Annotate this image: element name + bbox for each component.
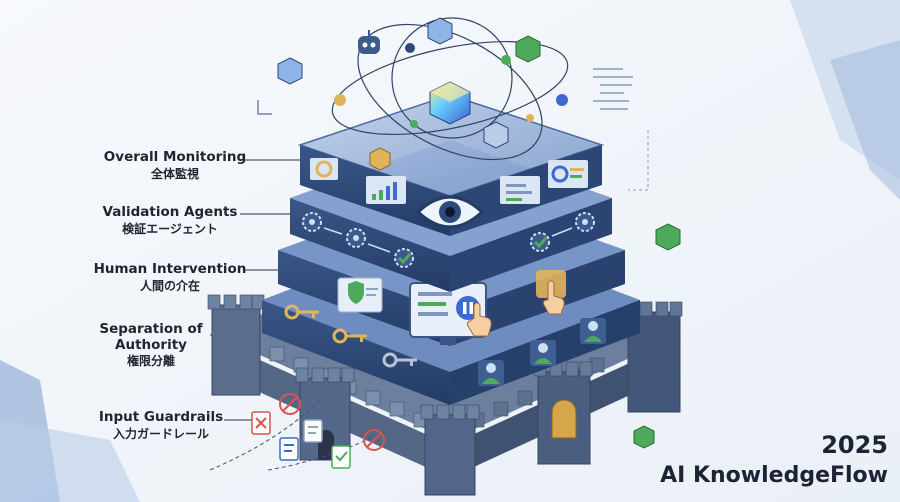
document-icon [279,437,299,461]
cube-icon [515,35,541,63]
dashed-connector [628,130,649,191]
gear-icon [302,212,322,232]
tower-front-right [533,361,593,465]
user-icon [580,318,606,344]
label-input-guardrails-ja: 入力ガードレール [112,426,209,441]
label-overall-monitoring-en: Overall Monitoring [103,149,247,165]
castle-gate [551,399,577,439]
cross-icon [279,393,301,415]
brand-year: 2025 [821,431,888,459]
cube-icon [277,57,303,85]
label-overall-monitoring-ja: 全体監視 [150,166,199,181]
label-input-guardrails-en: Input Guardrails [98,409,224,425]
dashboard-panel [548,160,588,188]
shield-icon [337,277,383,313]
label-separation-ja: 権限分離 [126,354,175,369]
key-icon [382,352,417,368]
robot-icon [358,30,380,54]
label-separation-of-authority: Separation of Authority 権限分離 [92,321,210,369]
bg-decor-top-right-2 [830,40,900,200]
dashboard-panel [310,158,338,180]
hand-pointer-icon [536,270,566,315]
label-validation-agents-ja: 検証エージェント [122,221,218,236]
document-icon [303,419,323,443]
cube-icon [655,223,681,251]
decor-connector [257,100,272,115]
input-documents [209,393,389,471]
label-validation-agents: Validation Agents 検証エージェント [96,204,244,236]
label-validation-agents-en: Validation Agents [102,204,238,220]
gear-icon [575,212,595,232]
brand-name: AI KnowledgeFlow [660,463,888,488]
label-separation-en-line1: Separation of [99,321,203,337]
cube-icon [633,425,655,449]
dashboard-panel [366,176,406,204]
layer-monitoring [277,17,681,449]
cross-icon [363,429,385,451]
label-human-intervention: Human Intervention 人間の介在 [90,261,250,293]
user-icon [478,360,504,386]
key-icon [284,304,319,320]
label-human-intervention-ja: 人間の介在 [139,278,200,293]
label-input-guardrails: Input Guardrails 入力ガードレール [96,409,226,441]
key-icon [332,328,367,344]
label-overall-monitoring: Overall Monitoring 全体監視 [100,149,250,181]
bg-decor-bottom-left-2 [0,420,140,502]
dashboard-panel [500,176,540,204]
tower-front-center [420,404,480,496]
orbit-lines [331,17,569,161]
eye-icon [415,195,485,229]
label-separation-en-line2: Authority [115,336,187,353]
cube-icon [427,17,453,45]
cube-icon [483,121,509,149]
orbit-nodes [334,43,568,128]
tower-left [207,294,265,396]
document-icon [331,445,351,469]
user-icon [530,340,556,366]
label-human-intervention-en: Human Intervention [93,261,247,277]
check-icon [394,248,414,268]
document-icon [251,411,271,435]
cube-icon [369,147,391,171]
brand-block: 2025 AI KnowledgeFlow [660,431,888,488]
check-icon [530,232,550,252]
cube-icon [429,81,471,125]
gear-icon [346,228,366,248]
hand-pointer-icon [466,302,492,337]
code-lines-decor [593,68,633,110]
